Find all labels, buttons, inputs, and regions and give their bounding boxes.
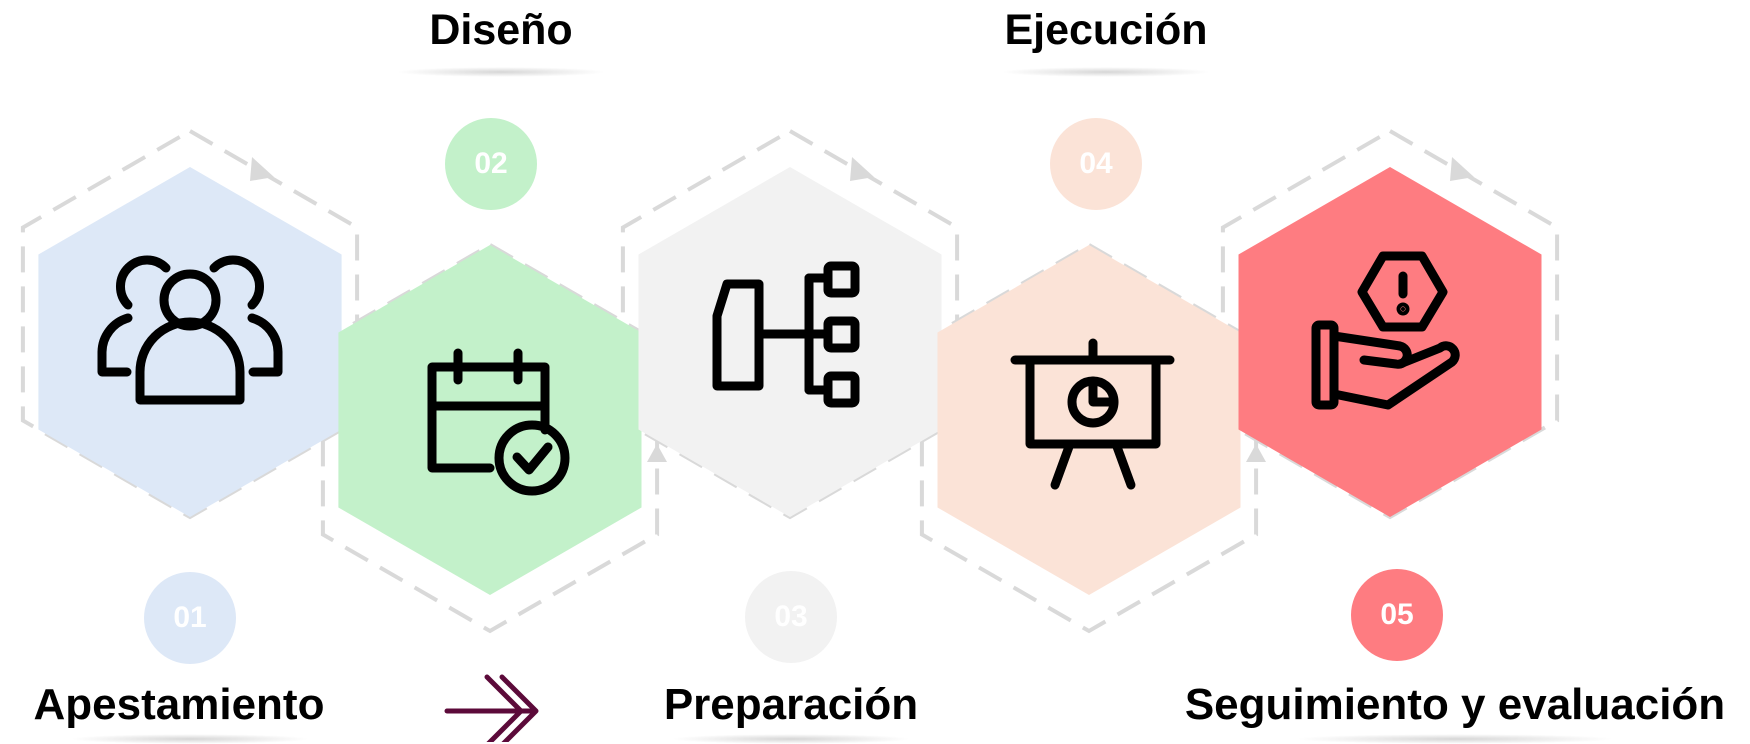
- label-shadow: [70, 734, 310, 744]
- flow-arrowhead-seguimiento: [1450, 157, 1474, 181]
- label-shadow: [671, 734, 911, 744]
- stage-title-preparacion: Preparación: [663, 680, 919, 729]
- step-number-05: 05: [1351, 569, 1443, 661]
- step-number-03: 03: [745, 571, 837, 663]
- flow-arrowhead-ejecucion: [1246, 444, 1266, 462]
- stage-title-ejecucion: Ejecución: [1004, 6, 1208, 54]
- stage-title-disenio: Diseño: [429, 6, 573, 54]
- hexagons: [38, 167, 1542, 595]
- hexagon-disenio: [338, 245, 642, 595]
- forward-arrow-icon: [444, 674, 539, 742]
- step-number-01: 01: [144, 572, 236, 664]
- document-hierarchy-icon: [712, 261, 860, 408]
- flow-arrowhead-preparacion: [850, 157, 874, 181]
- label-shadow: [1001, 67, 1211, 77]
- hexagon-preparacion: [638, 167, 942, 517]
- calendar-check-icon: [427, 348, 570, 496]
- hand-warning-icon: [1311, 251, 1460, 410]
- label-shadow: [396, 67, 606, 77]
- stage-title-seguimiento: Seguimiento y evaluación: [1184, 680, 1726, 729]
- step-number-02: 02: [445, 118, 537, 210]
- flow-arrowhead-disenio: [647, 444, 667, 462]
- hexagon-apestamiento: [38, 167, 342, 517]
- presentation-board-icon: [1010, 338, 1175, 490]
- step-number-04: 04: [1050, 118, 1142, 210]
- flow-arrowhead-apestamiento: [250, 157, 274, 181]
- people-group-icon: [97, 255, 283, 405]
- stage-title-apestamiento: Apestamiento: [33, 680, 325, 729]
- label-shadow: [1295, 734, 1615, 744]
